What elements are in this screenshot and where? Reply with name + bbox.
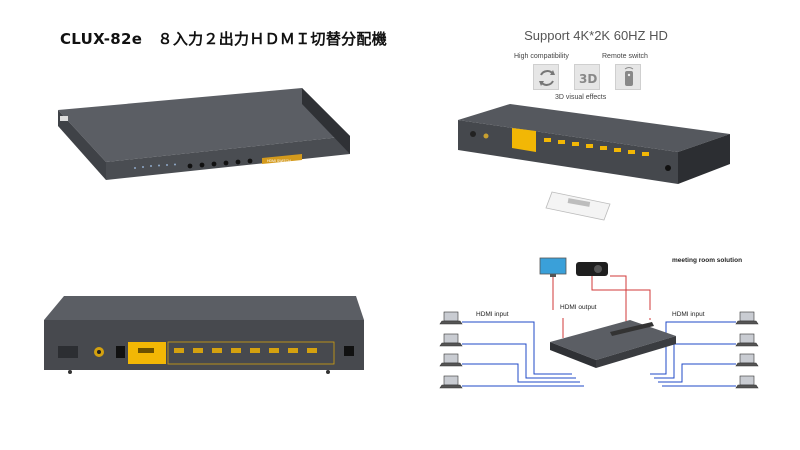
- monitor-icon: [539, 257, 567, 277]
- device-front-panel: [106, 136, 350, 180]
- meeting-room-diagram: [436, 257, 760, 389]
- rear-flat-panel: [44, 320, 364, 370]
- support-text: Support 4K*2K 60HZ HD: [524, 28, 668, 43]
- front-leds: [134, 163, 176, 169]
- rear-flat-hdmi-ports: [174, 348, 317, 353]
- hdmi-input-label-right: HDMI input: [672, 311, 705, 318]
- front-badge-text: HDMI SWITCH: [267, 159, 291, 163]
- device-rear-photo: [458, 104, 730, 221]
- input-cables-right: [650, 321, 736, 387]
- rear-yellow-block: [512, 128, 536, 152]
- svg-text:3D: 3D: [579, 72, 597, 86]
- rear-flat-top: [44, 296, 364, 320]
- feature-label-3d: 3D visual effects: [555, 94, 607, 101]
- remote-icon: [615, 64, 641, 90]
- rear-hdmi-ports: [544, 138, 649, 156]
- device-front-face: [58, 110, 106, 180]
- diagram-caption: meeting room solution: [672, 257, 743, 264]
- front-badge: [262, 154, 302, 164]
- hdmi-input-label-left: HDMI input: [476, 311, 509, 318]
- product-title: CLUX-82e ８入力２出力ＨＤＭＩ切替分配機: [60, 30, 388, 48]
- device-front-photo: HDMI SWITCH: [58, 88, 350, 180]
- front-buttons: [187, 158, 253, 169]
- laptops-right: [735, 311, 759, 389]
- rear-side: [678, 134, 730, 184]
- hdmi-output-label: HDMI output: [560, 304, 597, 311]
- remote-control: [545, 191, 611, 221]
- rear-top-surface: [458, 104, 730, 152]
- refresh-icon: [533, 64, 559, 90]
- projector-icon: [576, 262, 608, 276]
- feature-label-compat: High compatibility: [514, 53, 569, 60]
- 3d-icon: 3D: [574, 64, 600, 90]
- laptops-left: [439, 311, 463, 389]
- switcher-device: [550, 320, 676, 368]
- device-rear-flat: [44, 296, 364, 374]
- device-top-surface: [58, 88, 350, 162]
- feature-label-remote: Remote switch: [602, 53, 648, 60]
- input-cables-left: [462, 321, 584, 387]
